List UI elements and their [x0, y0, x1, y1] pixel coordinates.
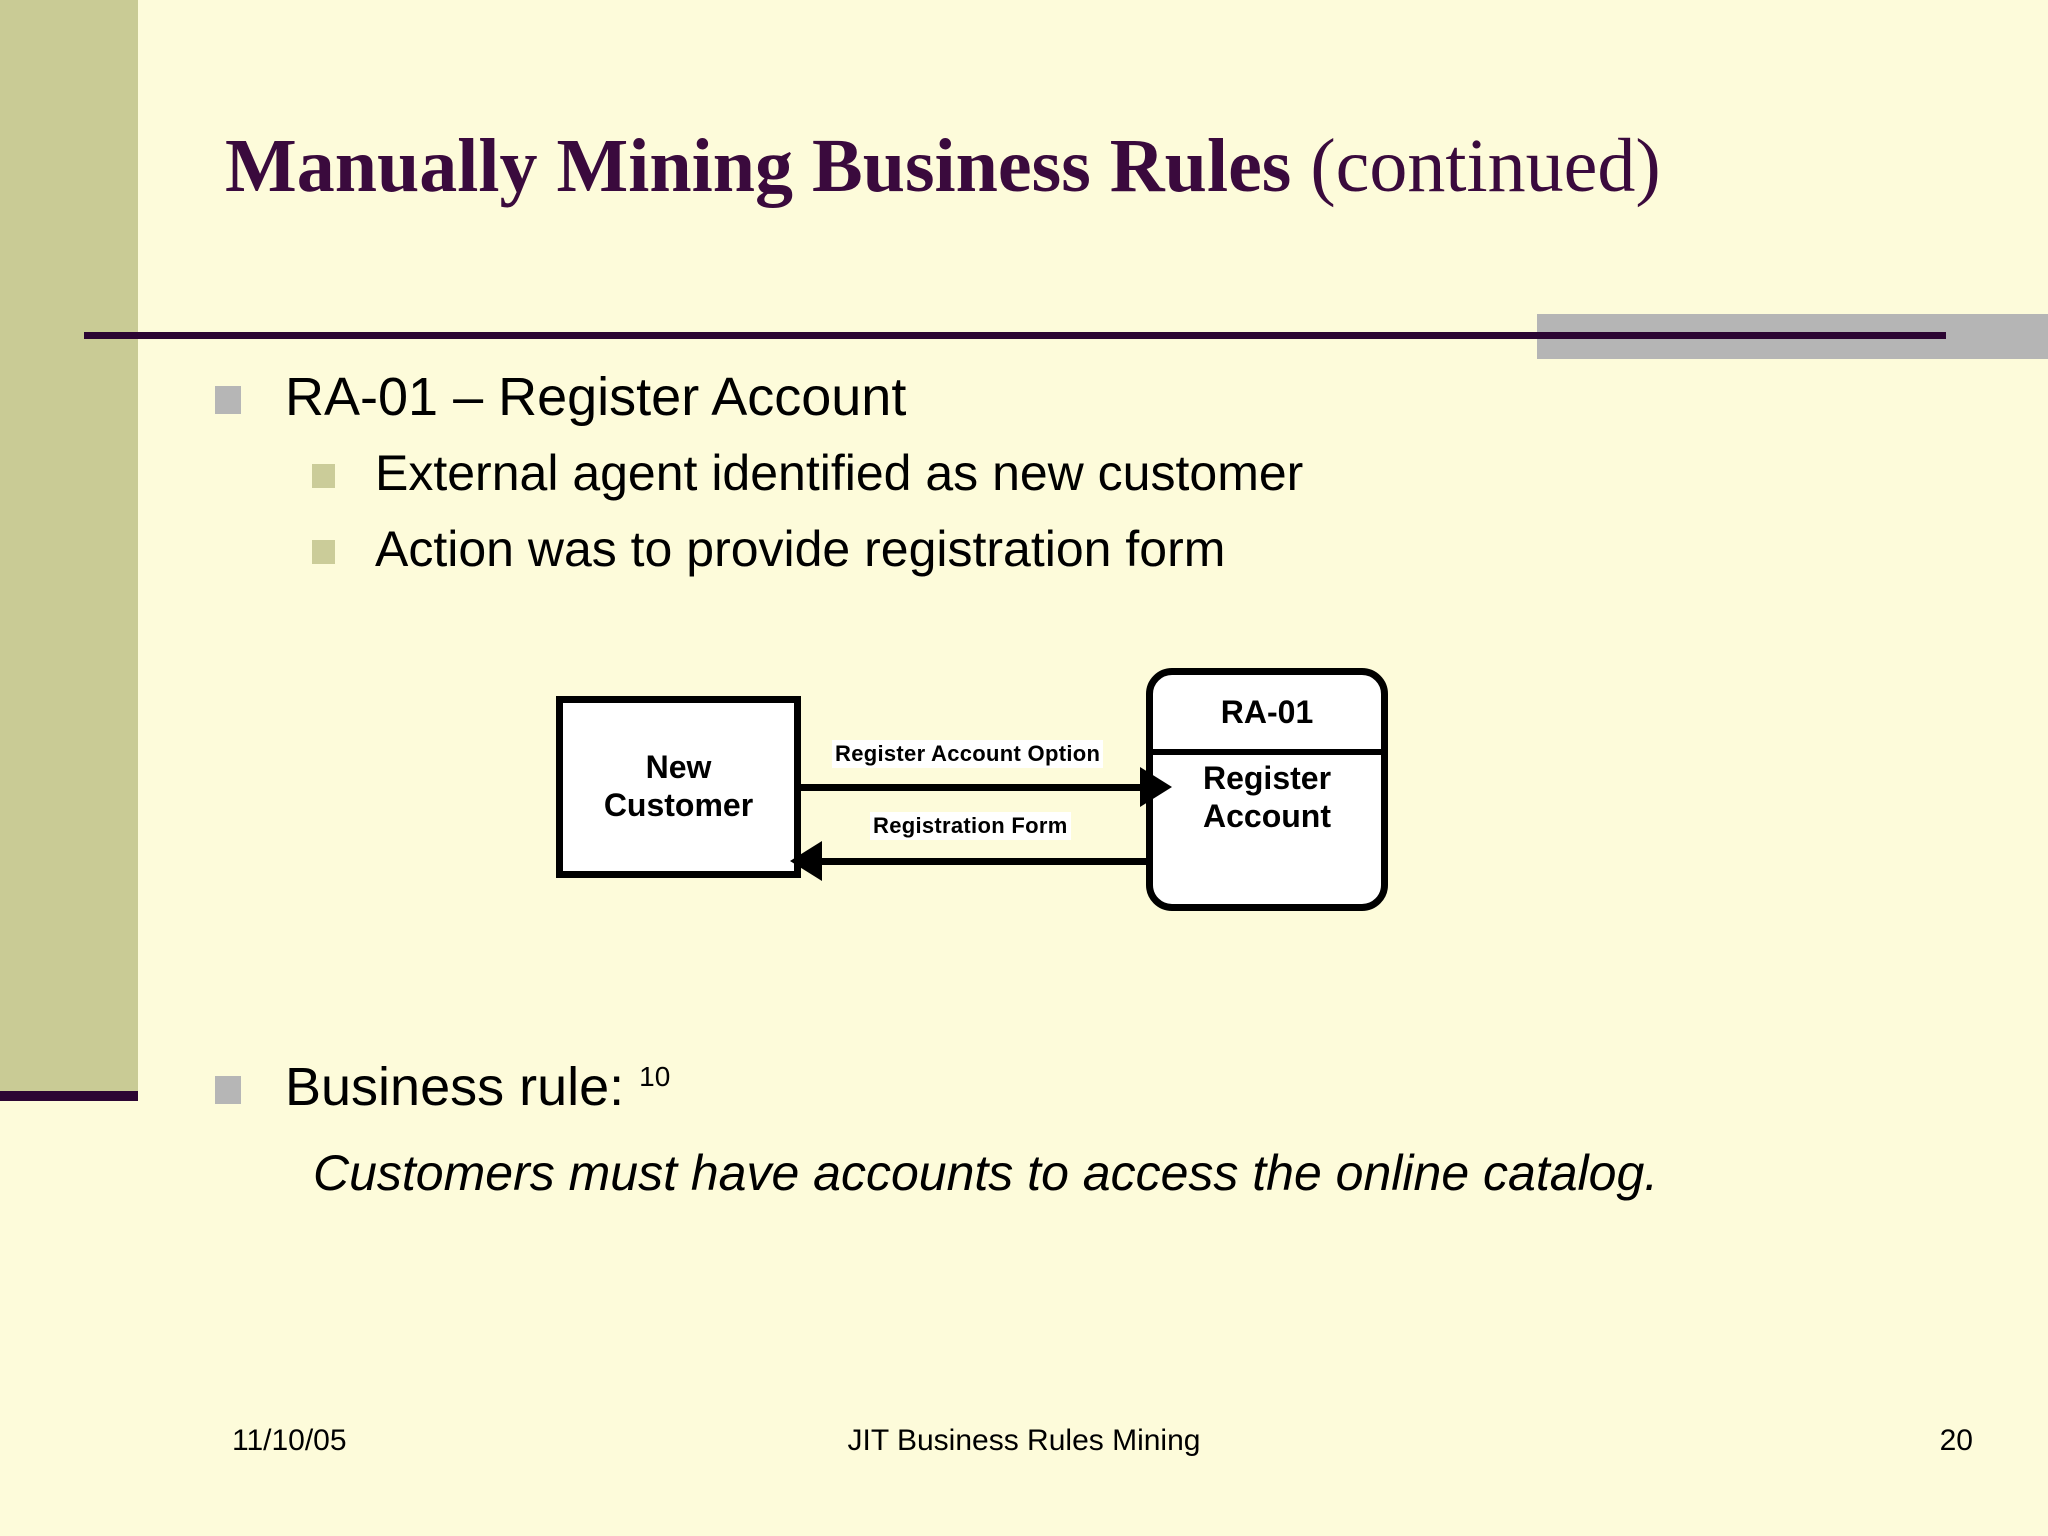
left-accent-underline [0, 1091, 138, 1101]
flow-label-registration-form: Registration Form [870, 812, 1071, 840]
title-rule [84, 334, 1946, 339]
business-rule-footnote-marker: 10 [639, 1061, 671, 1092]
footer-title: JIT Business Rules Mining [847, 1424, 1201, 1457]
bullet-item-ra01: RA-01 – Register Account [215, 368, 906, 426]
external-entity-line1: New [645, 749, 712, 786]
square-bullet-icon [312, 540, 335, 564]
page-title-main: Manually Mining Business Rules [225, 124, 1311, 208]
business-rule-label-text: Business rule: [285, 1057, 640, 1117]
external-entity-new-customer: New Customer [556, 696, 801, 878]
external-entity-line2: Customer [603, 787, 754, 823]
title-rule-overlay [84, 332, 1946, 336]
square-bullet-icon [215, 386, 241, 414]
square-bullet-icon [312, 464, 335, 488]
bullet-label: External agent identified as new custome… [375, 445, 1304, 501]
process-id: RA-01 [1153, 675, 1381, 755]
process-name-line1: Register [1202, 760, 1332, 796]
footer-page-number: 20 [1939, 1424, 1973, 1457]
bullet-label: Action was to provide registration form [375, 521, 1226, 577]
flow-line-registration-form [813, 858, 1153, 865]
process-register-account: RA-01 Register Account [1146, 668, 1388, 911]
business-rule-label: Business rule: 10 [285, 1058, 670, 1116]
process-name: Register Account [1153, 755, 1381, 905]
bullet-item-external-agent: External agent identified as new custome… [312, 446, 1303, 500]
business-rule-sentence: Customers must have accounts to access t… [313, 1145, 1659, 1201]
data-flow-diagram: New Customer RA-01 Register Account Regi… [548, 660, 1428, 920]
page-title: Manually Mining Business Rules (continue… [225, 128, 1925, 204]
left-accent-bar [0, 0, 138, 1091]
arrow-left-icon [790, 841, 822, 881]
process-name-line2: Account [1203, 798, 1331, 835]
flow-line-register-account-option [801, 784, 1153, 791]
bullet-item-business-rule: Business rule: 10 [215, 1058, 670, 1116]
arrow-right-icon [1140, 767, 1172, 807]
footer-date: 11/10/05 [232, 1424, 347, 1457]
square-bullet-icon [215, 1076, 241, 1104]
flow-label-register-account-option: Register Account Option [832, 740, 1104, 768]
bullet-label: RA-01 – Register Account [285, 367, 907, 427]
page-title-suffix: (continued) [1310, 124, 1661, 208]
bullet-item-action: Action was to provide registration form [312, 522, 1225, 576]
